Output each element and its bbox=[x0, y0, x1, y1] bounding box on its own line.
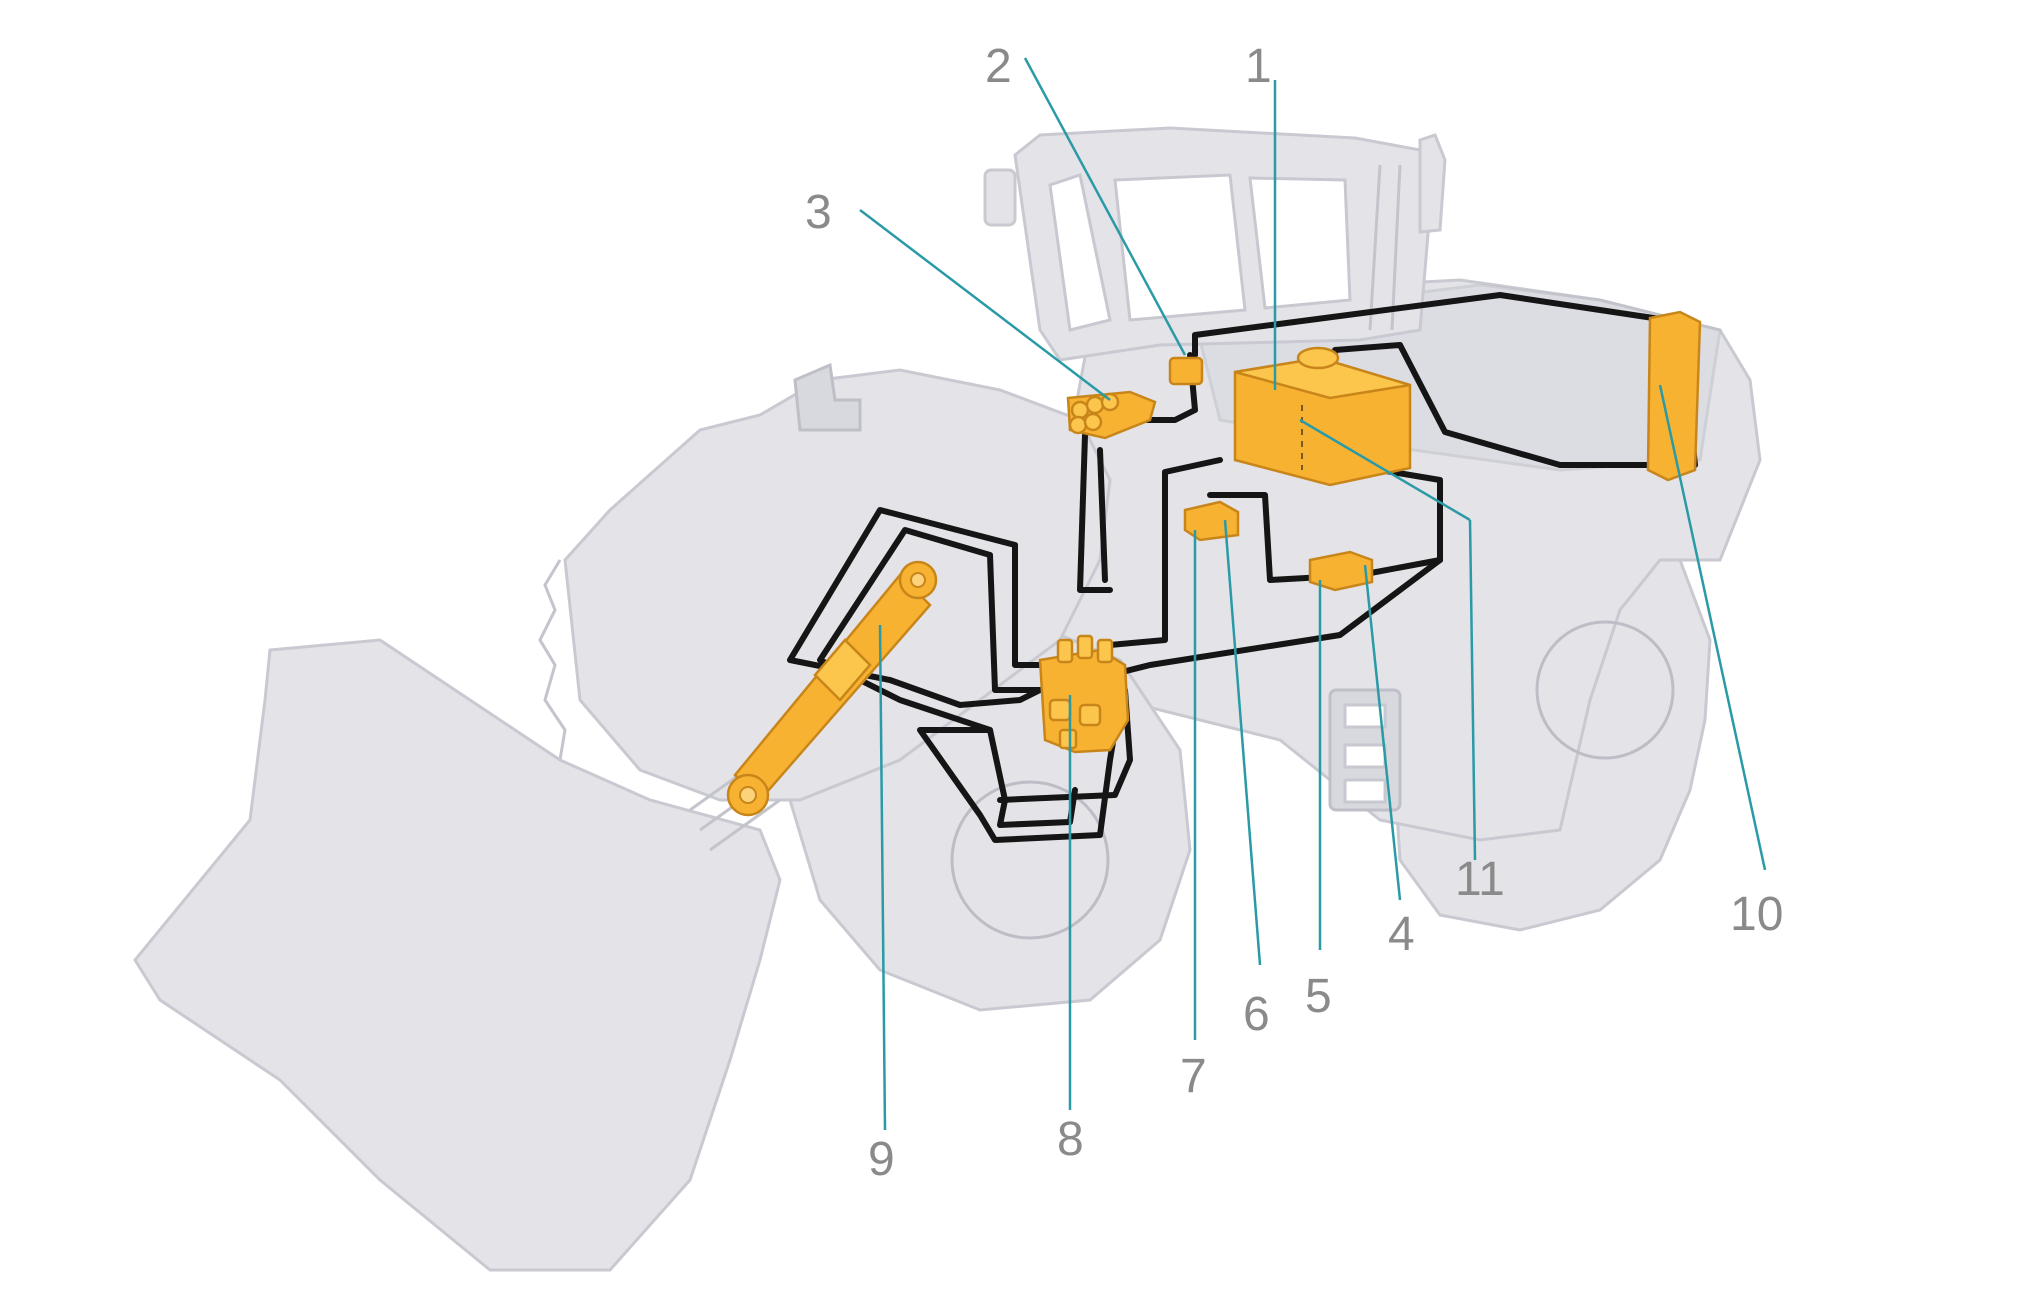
leader-10 bbox=[1658, 384, 1767, 871]
hydraulic-tank bbox=[1233, 346, 1412, 487]
callout-labels: 1 2 3 4 5 6 7 8 9 10 11 bbox=[805, 40, 1783, 1186]
loader-silhouette bbox=[133, 126, 1762, 1272]
callout-2: 2 bbox=[985, 40, 1012, 93]
step-3 bbox=[1343, 778, 1387, 804]
main-control-valve bbox=[1038, 634, 1130, 754]
mirror-left bbox=[983, 168, 1017, 227]
callout-7: 7 bbox=[1180, 1050, 1207, 1103]
hose-boom-upper bbox=[787, 507, 1053, 708]
hose-valve-right bbox=[1107, 557, 1443, 678]
callout-1: 1 bbox=[1245, 40, 1272, 93]
leader-11b bbox=[1299, 418, 1471, 522]
callout-4: 4 bbox=[1388, 908, 1415, 961]
leader-lines bbox=[859, 57, 1767, 1131]
hose-pilot-mid bbox=[1097, 447, 1108, 583]
pilot-valve bbox=[1168, 356, 1204, 386]
hose-boom-lower bbox=[817, 527, 1078, 828]
step-2 bbox=[1343, 743, 1387, 769]
leader-11 bbox=[1468, 519, 1477, 861]
bucket bbox=[133, 638, 782, 1272]
control-valve-3 bbox=[1066, 390, 1157, 440]
step-1 bbox=[1343, 703, 1387, 729]
hose-cylinder-base bbox=[917, 697, 1123, 843]
front-hub bbox=[950, 780, 1110, 940]
callout-11: 11 bbox=[1455, 853, 1505, 906]
valve-4-5 bbox=[1308, 550, 1374, 592]
oil-cooler bbox=[1646, 310, 1702, 482]
exhaust-stack bbox=[1418, 133, 1447, 234]
leader-4 bbox=[1363, 564, 1402, 901]
leader-3 bbox=[859, 209, 1111, 401]
components bbox=[726, 310, 1702, 817]
valve-6-7 bbox=[1183, 500, 1240, 542]
callout-5: 5 bbox=[1305, 970, 1332, 1023]
callout-9: 9 bbox=[868, 1133, 895, 1186]
cab-window-right bbox=[1248, 176, 1352, 310]
leader-9 bbox=[878, 624, 887, 1131]
callout-10: 10 bbox=[1730, 888, 1783, 941]
hose-bottom-loop bbox=[997, 687, 1133, 803]
callout-6: 6 bbox=[1243, 988, 1270, 1041]
rear-hub bbox=[1535, 620, 1675, 760]
cab-post bbox=[1368, 164, 1402, 331]
callout-3: 3 bbox=[805, 186, 832, 239]
hose-pilot-left bbox=[1077, 432, 1113, 593]
callout-8: 8 bbox=[1057, 1113, 1084, 1166]
front-grill bbox=[793, 362, 862, 432]
cab-window-left bbox=[1048, 173, 1112, 332]
leader-2 bbox=[1023, 57, 1187, 356]
leader-6 bbox=[1223, 519, 1262, 966]
cab-window-front bbox=[1113, 173, 1247, 322]
